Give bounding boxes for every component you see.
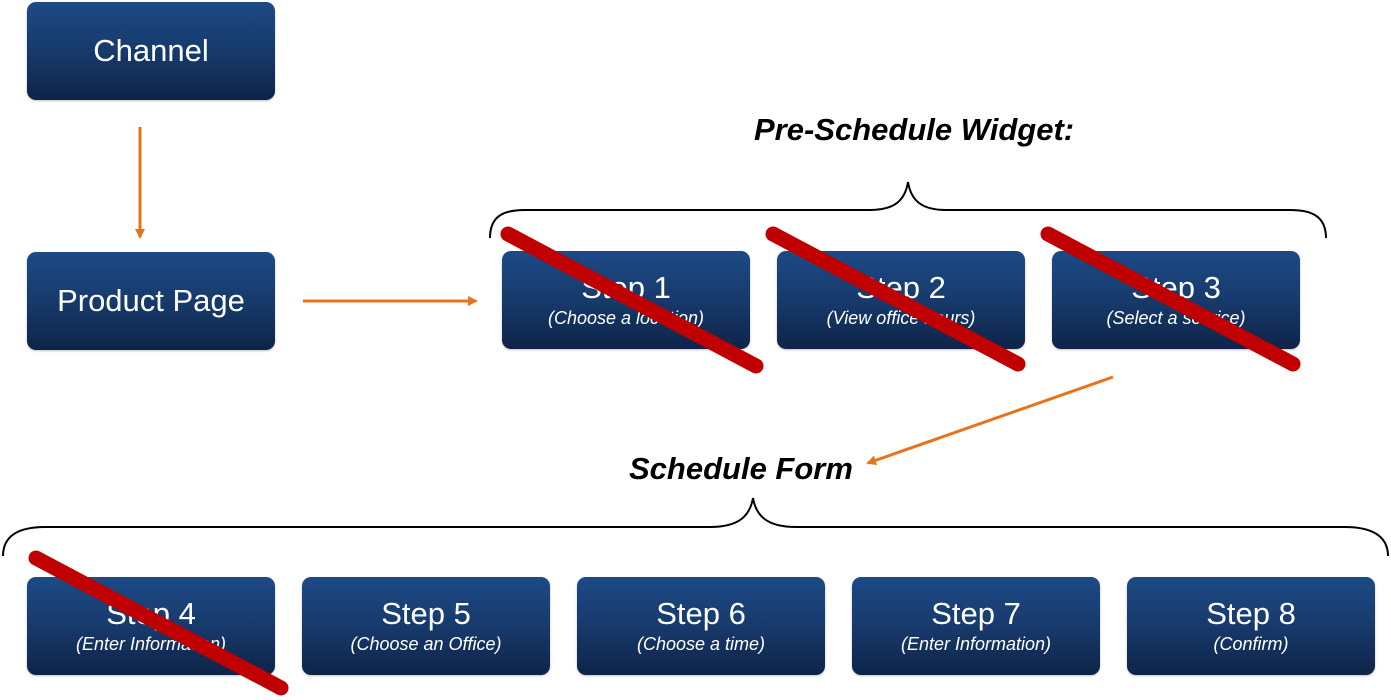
step-2-subtitle: (View office hours)	[826, 308, 976, 328]
pre-schedule-brace	[489, 181, 1327, 239]
product-page-box[interactable]: Product Page	[27, 252, 275, 350]
step-8-title: Step 8	[1206, 596, 1296, 631]
step-1-title: Step 1	[581, 270, 671, 305]
step-4-title: Step 4	[106, 596, 196, 631]
product-page-label: Product Page	[57, 283, 245, 318]
arrow-widget-to-form	[866, 375, 1114, 466]
step-2-title: Step 2	[856, 270, 946, 305]
step-7-box[interactable]: Step 7 (Enter Information)	[852, 577, 1100, 675]
step-2-box[interactable]: Step 2 (View office hours)	[777, 251, 1025, 349]
step-6-subtitle: (Choose a time)	[636, 634, 766, 654]
channel-box[interactable]: Channel	[27, 2, 275, 100]
step-4-subtitle: (Enter Information)	[75, 634, 227, 654]
channel-label: Channel	[93, 33, 209, 68]
step-4-box[interactable]: Step 4 (Enter Information)	[27, 577, 275, 675]
step-1-box[interactable]: Step 1 (Choose a location)	[502, 251, 750, 349]
step-7-subtitle: (Enter Information)	[900, 634, 1052, 654]
step-6-title: Step 6	[656, 596, 746, 631]
step-5-box[interactable]: Step 5 (Choose an Office)	[302, 577, 550, 675]
step-3-subtitle: (Select a service)	[1106, 308, 1246, 328]
step-6-box[interactable]: Step 6 (Choose a time)	[577, 577, 825, 675]
step-1-subtitle: (Choose a location)	[547, 308, 705, 328]
schedule-form-title: Schedule Form	[629, 451, 853, 486]
step-3-title: Step 3	[1131, 270, 1221, 305]
step-8-subtitle: (Confirm)	[1213, 634, 1289, 654]
step-5-subtitle: (Choose an Office)	[350, 634, 502, 654]
step-8-box[interactable]: Step 8 (Confirm)	[1127, 577, 1375, 675]
schedule-form-brace	[2, 497, 1389, 557]
step-3-box[interactable]: Step 3 (Select a service)	[1052, 251, 1300, 349]
step-7-title: Step 7	[931, 596, 1021, 631]
pre-schedule-widget-title: Pre-Schedule Widget:	[754, 112, 1075, 147]
step-5-title: Step 5	[381, 596, 471, 631]
